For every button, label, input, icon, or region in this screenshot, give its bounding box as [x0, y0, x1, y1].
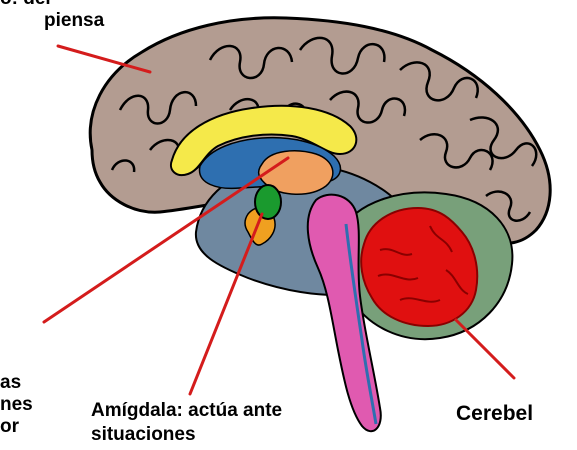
label-cortex: o: del piensa [0, 0, 104, 32]
label-amygdala-line-2: situaciones [91, 423, 282, 447]
label-left-partial: as nes or [0, 372, 33, 438]
pointer-cerebellum [456, 320, 514, 378]
label-left-line-2: nes [0, 394, 33, 416]
amygdala [255, 185, 281, 219]
label-amygdala-line-1: Amígdala: actúa ante [91, 399, 282, 423]
label-cerebellum: Cerebel [456, 403, 533, 425]
label-amygdala: Amígdala: actúa ante situaciones [91, 399, 282, 447]
label-left-line-3: or [0, 416, 33, 438]
label-cortex-line-1: o: del [0, 0, 104, 10]
label-left-line-1: as [0, 372, 33, 394]
label-cortex-line-2: piensa [0, 10, 104, 32]
